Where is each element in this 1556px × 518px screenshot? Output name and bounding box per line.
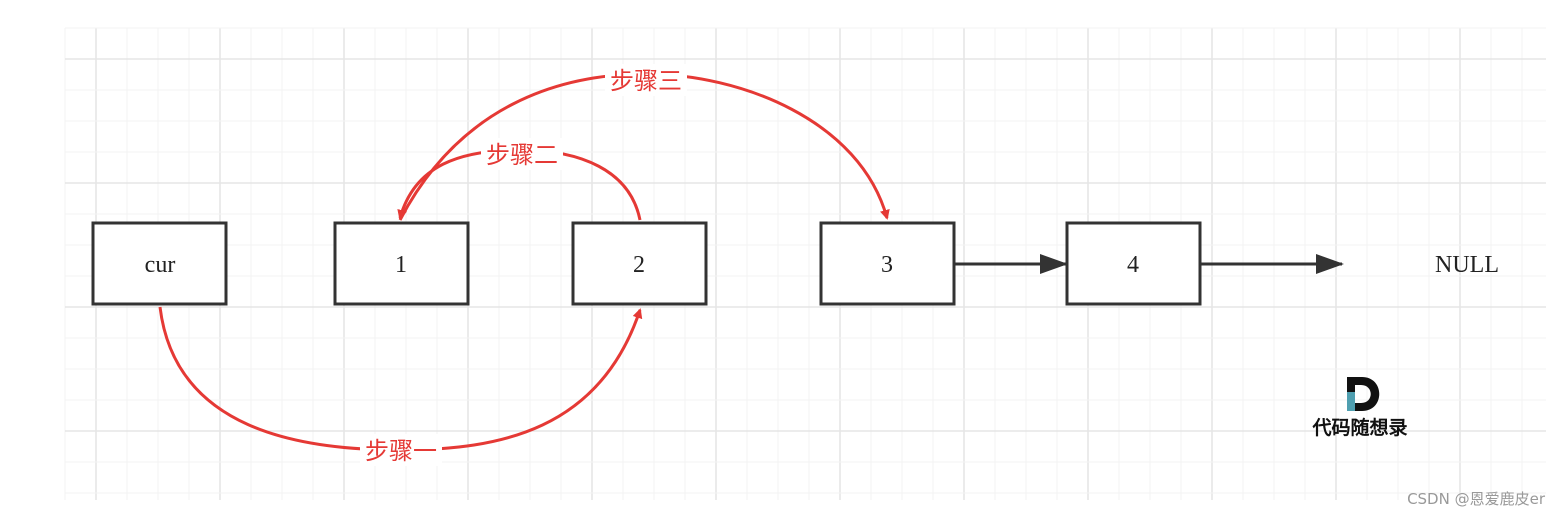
node-3-label: 3 bbox=[881, 252, 893, 278]
node-3: 3 bbox=[819, 221, 956, 306]
step-three-label: 步骤三 bbox=[610, 67, 682, 95]
node-cur: cur bbox=[91, 221, 228, 306]
step-one-arrow bbox=[158, 306, 643, 452]
node-4-label: 4 bbox=[1127, 252, 1139, 278]
node-1-label: 1 bbox=[395, 252, 407, 278]
step-two-label: 步骤二 bbox=[486, 141, 558, 169]
D-letter-icon bbox=[1347, 377, 1380, 411]
logo: 代码随想录 bbox=[1311, 377, 1408, 439]
node-1: 1 bbox=[333, 221, 470, 306]
node-2-label: 2 bbox=[633, 252, 645, 278]
step-one-label: 步骤一 bbox=[365, 437, 437, 465]
null-label: NULL bbox=[1435, 252, 1499, 278]
node-2: 2 bbox=[571, 221, 708, 306]
node-4: 4 bbox=[1065, 221, 1202, 306]
step-arrows: 步骤一 步骤二 步骤三 bbox=[158, 64, 890, 466]
watermark: CSDN @恩爱鹿皮er bbox=[1407, 490, 1546, 508]
node-cur-label: cur bbox=[145, 252, 176, 278]
logo-text: 代码随想录 bbox=[1311, 416, 1407, 439]
